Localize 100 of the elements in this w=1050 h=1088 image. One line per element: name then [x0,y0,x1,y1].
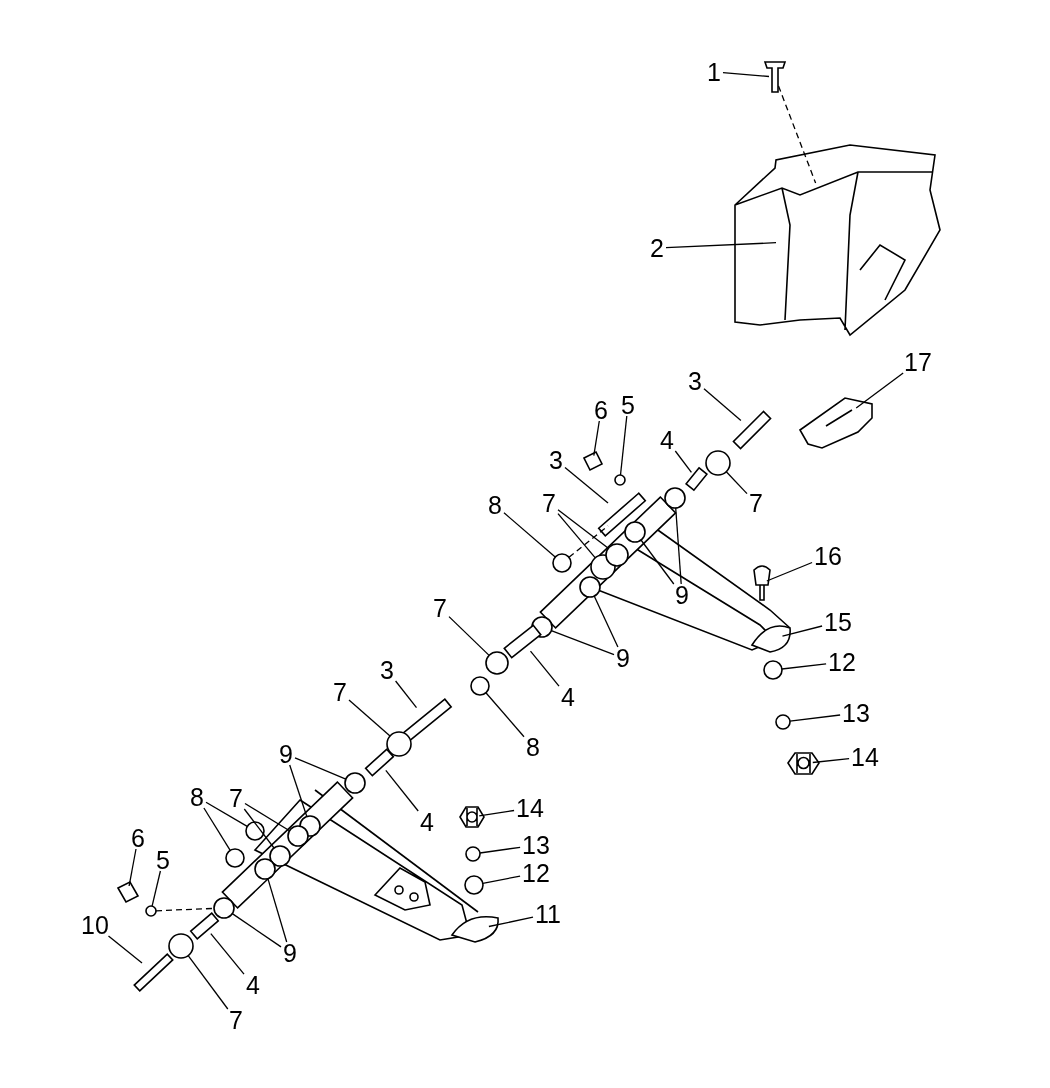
callout-number: 13 [522,832,550,858]
leader-line [294,757,347,780]
callout-number: 14 [516,795,544,821]
callout-number: 7 [333,679,347,705]
callout-number: 9 [283,940,297,966]
leader-line [289,764,308,818]
leader-line [478,809,515,817]
leader-line [231,912,282,948]
leader-line [348,699,391,737]
leader-line [593,420,600,457]
leader-line [550,629,615,656]
spacer [364,748,395,777]
washer [485,651,509,675]
callout-number: 9 [675,582,689,608]
bolt [133,952,174,993]
leader-line [210,933,245,975]
bushing [344,772,366,794]
bushing [624,521,646,543]
nut [552,553,572,573]
callout-number: 1 [707,59,721,85]
washer [605,543,629,567]
screw [145,905,157,917]
callout-number: 3 [688,368,702,394]
leader-line [205,801,248,828]
spacer [189,912,220,940]
ball-joint [451,916,499,943]
leader-line [187,954,229,1010]
callout-number: 10 [81,912,109,938]
leader-line [675,507,682,585]
callout-number: 8 [190,784,204,810]
bolt [763,61,787,93]
plug [753,565,771,601]
leader-line [267,877,288,943]
callout-number: 3 [549,447,563,473]
leader-line [703,388,742,422]
leader-line [479,846,521,854]
spacer [503,624,542,659]
leader-line [243,808,275,849]
callout-number: 14 [851,744,879,770]
leader-line [722,72,770,78]
bushing [213,897,235,919]
skid-plate [734,144,941,337]
screw [614,474,626,486]
callout-number: 7 [749,490,763,516]
washer [705,450,731,476]
callout-number: 9 [279,741,293,767]
cap [763,660,783,680]
leader-line [529,650,560,687]
leader-line [812,758,850,764]
washer [775,714,791,730]
callout-number: 4 [246,972,260,998]
sleeve [116,880,140,904]
leader-line [619,415,628,476]
callout-number: 6 [131,825,145,851]
leader-line [448,615,490,657]
nut [245,821,265,841]
sleeve [582,450,604,472]
callout-number: 7 [542,490,556,516]
nut [225,848,245,868]
center-line [777,85,817,184]
leader-line [781,625,823,637]
cap [464,875,484,895]
callout-number: 7 [229,1007,243,1033]
callout-number: 3 [380,657,394,683]
callout-number: 16 [814,543,842,569]
callout-number: 11 [535,901,561,927]
callout-number: 5 [156,847,170,873]
leader-line [151,870,162,907]
leader-line [107,935,143,964]
leader-line [766,561,813,582]
leader-line [244,802,291,832]
leader-line [485,692,525,738]
leader-line [674,450,693,473]
nut [459,806,485,828]
leader-line [593,595,619,648]
callout-number: 8 [488,492,502,518]
bolt [732,410,772,450]
callout-number: 4 [660,427,674,453]
leader-line [855,372,904,409]
leader-line [482,875,521,884]
leader-line [503,512,556,558]
nut [470,676,490,696]
leader-line [640,539,675,585]
center-line [155,907,215,912]
washer [386,731,412,757]
callout-number: 7 [433,595,447,621]
callout-number: 8 [526,734,540,760]
callout-number: 17 [904,349,932,375]
bracket [799,397,873,449]
leader-line [203,807,231,852]
nut [787,752,820,775]
callout-number: 13 [842,700,870,726]
callout-number: 12 [828,649,856,675]
washer [465,846,481,862]
callout-number: 4 [420,809,434,835]
leader-line [385,769,419,812]
callout-number: 6 [594,397,608,423]
ball-joint [751,625,791,653]
leader-line [781,663,827,670]
leader-line [789,714,841,722]
